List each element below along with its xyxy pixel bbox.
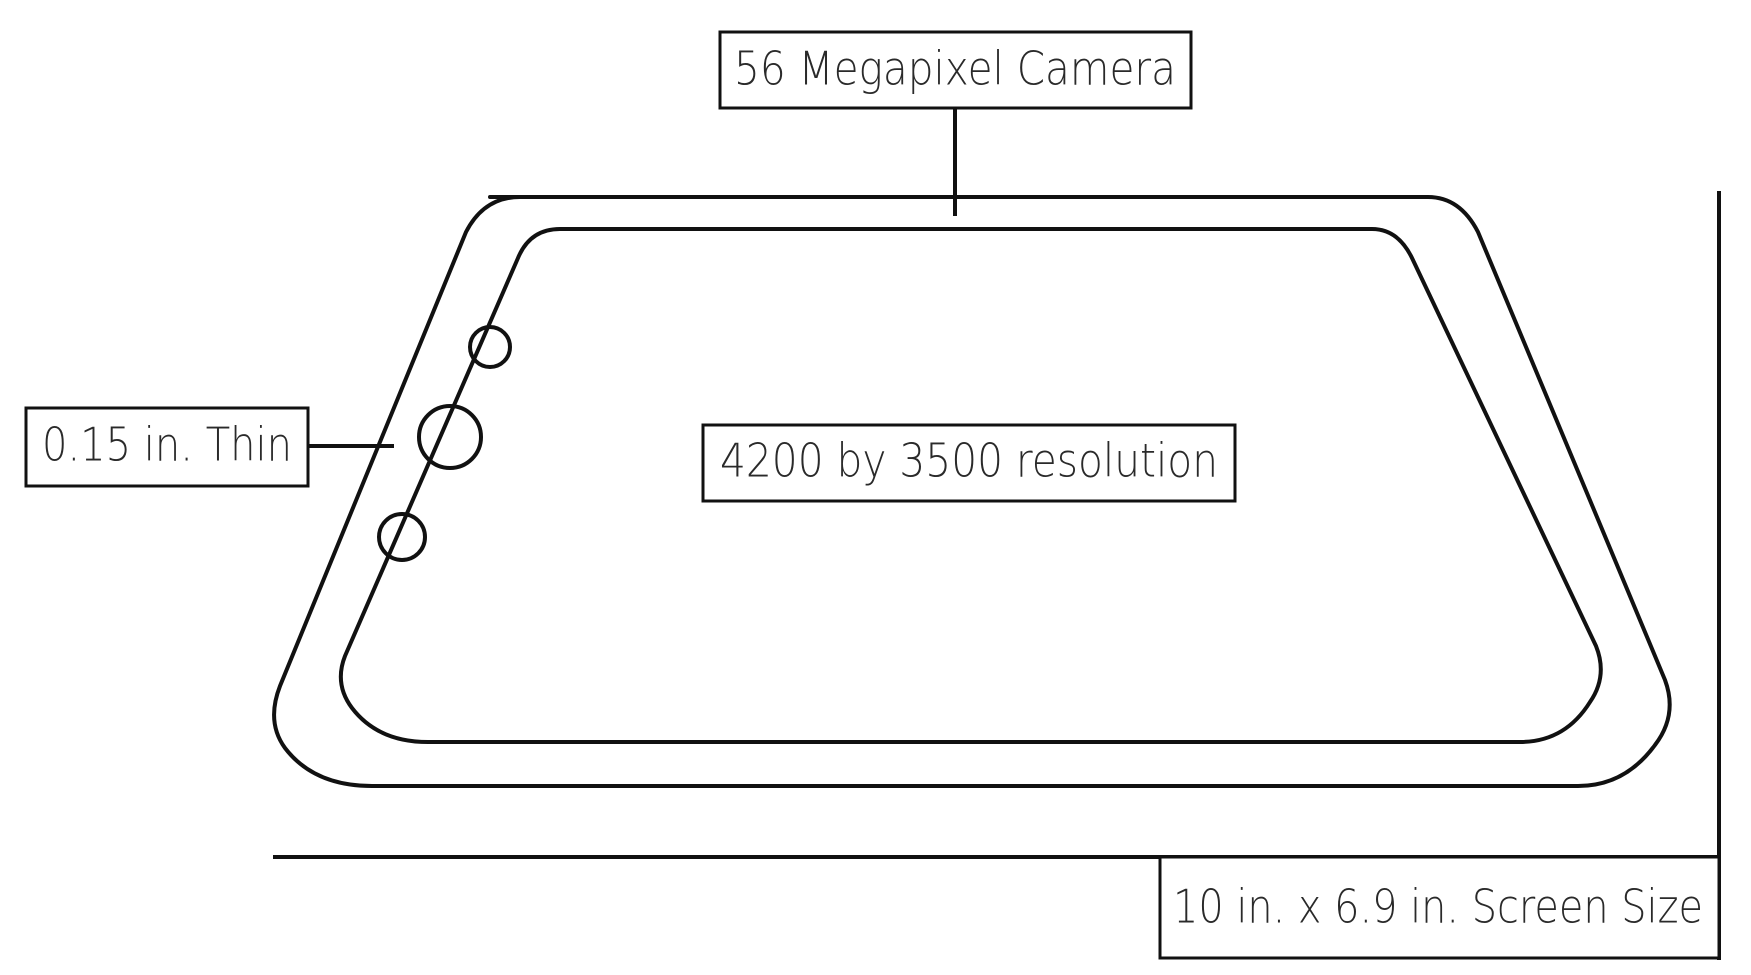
tablet-outer-body xyxy=(272,195,1672,788)
button-icon xyxy=(468,325,512,369)
screen-size-label: 10 in. x 6.9 in. Screen Size xyxy=(1158,855,1721,960)
thickness-label: 0.15 in. Thin xyxy=(24,406,310,488)
screen-size-label-text: 10 in. x 6.9 in. Screen Size xyxy=(1173,880,1703,934)
camera-label-text: 56 Megapixel Camera xyxy=(734,42,1176,96)
resolution-label-box xyxy=(701,423,1237,503)
tablet-screen xyxy=(338,227,1603,744)
camera-label: 56 Megapixel Camera xyxy=(718,30,1193,110)
camera-label-box xyxy=(718,30,1193,110)
button-icon xyxy=(377,512,427,562)
screen-size-label-box xyxy=(1158,855,1721,960)
thickness-label-text: 0.15 in. Thin xyxy=(42,418,292,472)
resolution-label-text: 4200 by 3500 resolution xyxy=(720,434,1218,488)
camera-lens-icon xyxy=(417,404,483,470)
resolution-label: 4200 by 3500 resolution xyxy=(701,423,1237,503)
thickness-label-box xyxy=(24,406,310,488)
